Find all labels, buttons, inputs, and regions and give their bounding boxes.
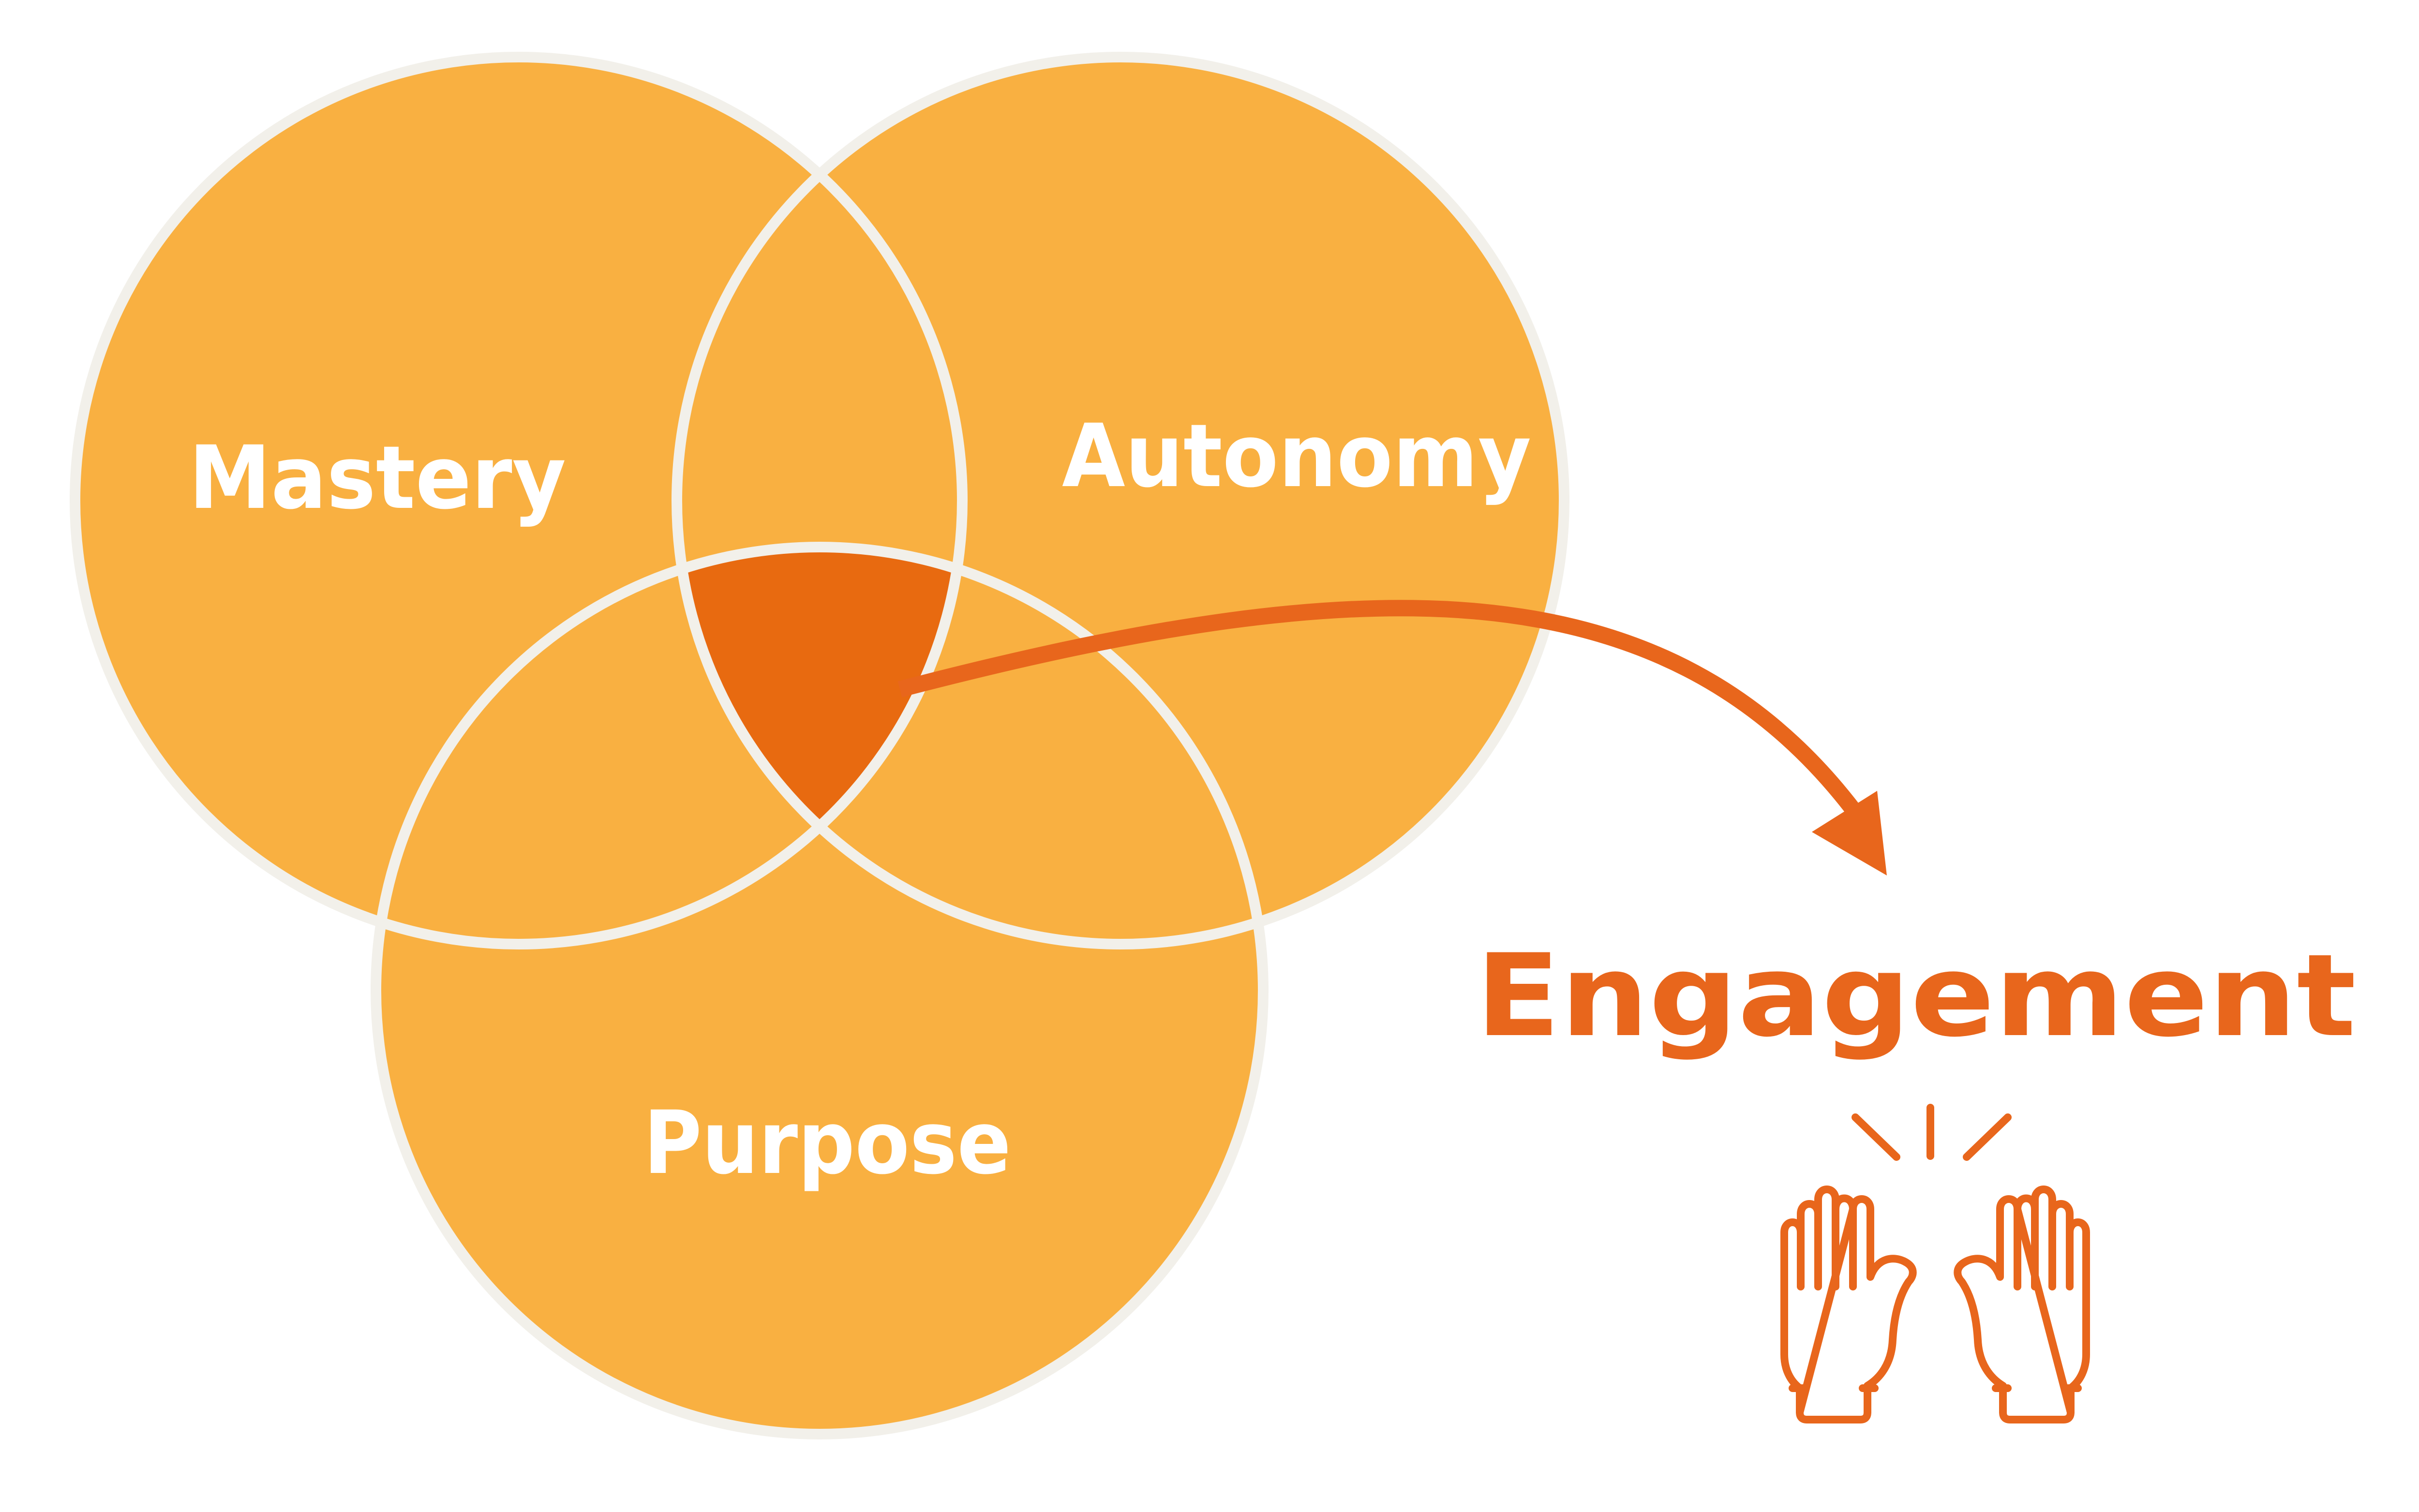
- venn-outlines: [70, 52, 1569, 1439]
- engagement-label: Engagement: [1476, 930, 2356, 1062]
- autonomy-label: Autonomy: [1062, 406, 1531, 507]
- purpose-circle: [376, 547, 1263, 1434]
- high-five-hands-icon: [1780, 1104, 2090, 1423]
- purpose-label: Purpose: [643, 1093, 1011, 1194]
- mastery-label: Mastery: [189, 428, 566, 529]
- arrow-to-engagement: [897, 600, 1887, 875]
